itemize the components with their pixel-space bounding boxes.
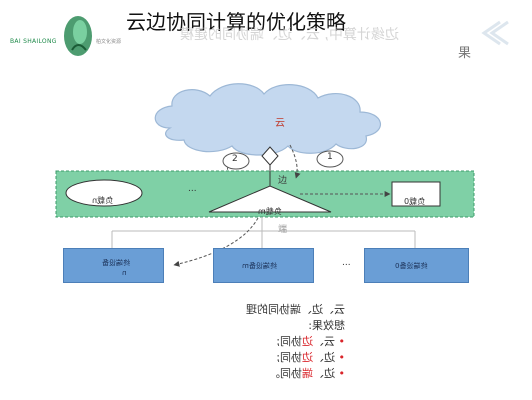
node-middle-label: 负载m <box>258 207 282 216</box>
notes-list: 云、边、端协同的理 想效果: • 云、边协同; • 边、边协同; • 边、端协同… <box>246 302 345 382</box>
node-left-label: 负载n <box>92 196 114 205</box>
logo-icon <box>64 16 92 56</box>
badge-2 <box>222 152 250 170</box>
device-ellipsis: ... <box>342 258 351 268</box>
node-right-label: 负载0 <box>404 197 426 206</box>
page-title: 云边协同计算的优化策略 <box>126 10 346 34</box>
edge-label: 边 <box>278 176 288 186</box>
node-left-ellipse <box>65 179 143 207</box>
notes-line-2: 想效果: <box>308 319 345 332</box>
logo: BAI SHAILONG 柏文化资源 <box>10 10 130 60</box>
device-right: 终端设备0 <box>364 248 469 283</box>
cloud-shape <box>154 83 382 156</box>
device-middle: 终端设备m <box>213 248 314 283</box>
badge-2-label: 2 <box>232 154 238 164</box>
logo-text: BAI SHAILONG <box>10 38 57 45</box>
notes-item-2: • 边、边协同; <box>276 351 345 364</box>
mirrored-result-text: 果 <box>458 46 472 61</box>
notes-line-1: 云、边、端协同的理 <box>246 303 345 316</box>
device-left: 终端设备 n <box>63 248 164 283</box>
notes-item-3: • 边、端协同。 <box>269 367 345 380</box>
badge-1 <box>316 150 344 168</box>
chevron-decoration-icon <box>481 20 509 46</box>
notes-item-1: • 云、边协同; <box>276 335 345 348</box>
node-middle-triangle <box>208 185 332 213</box>
edge-ellipsis: ... <box>188 184 197 194</box>
end-label: 端 <box>278 225 288 235</box>
logo-subtext: 柏文化资源 <box>96 39 122 45</box>
node-right-box <box>391 181 441 207</box>
cloud-label: 云 <box>275 118 285 129</box>
badge-1-label: 1 <box>327 152 333 162</box>
